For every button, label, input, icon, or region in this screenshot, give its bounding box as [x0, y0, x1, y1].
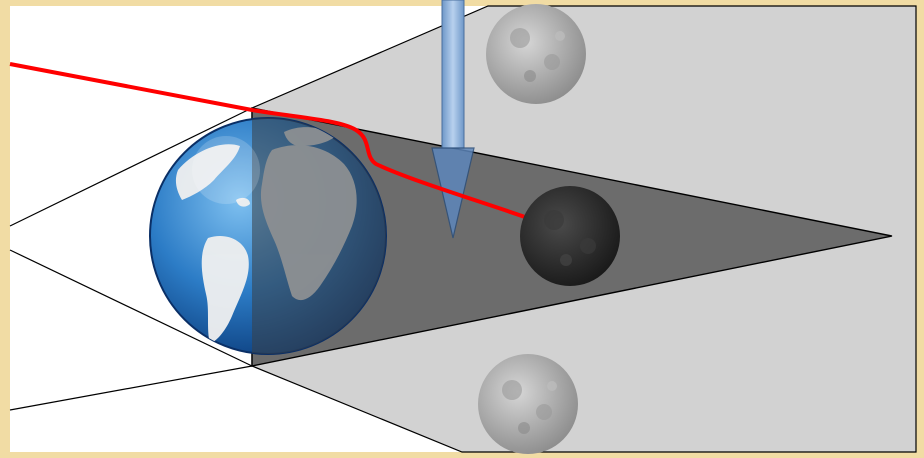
moon-icon-eclipsed — [520, 186, 620, 286]
moon-icon-bottom — [478, 354, 578, 454]
moon-icon-top — [486, 4, 586, 104]
